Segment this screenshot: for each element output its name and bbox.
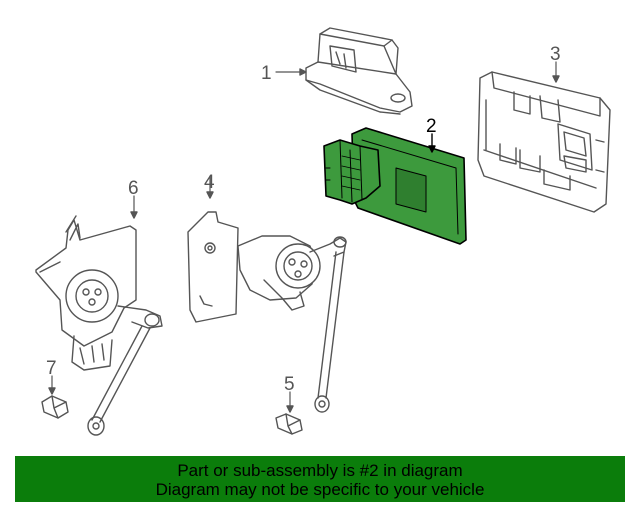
part-2-control-module — [323, 127, 467, 245]
notice-line-disclaimer: Diagram may not be specific to your vehi… — [155, 480, 485, 499]
callout-7: 7 — [46, 358, 57, 379]
notice-line-part-number: Part or sub-assembly is #2 in diagram — [177, 461, 463, 480]
callout-2: 2 — [426, 116, 437, 137]
part-4-height-sensor — [187, 175, 347, 413]
callout-4: 4 — [204, 172, 215, 193]
part-1-sensor-module — [275, 27, 413, 115]
notice-banner: Part or sub-assembly is #2 in diagram Di… — [15, 456, 625, 502]
callout-3: 3 — [550, 44, 561, 65]
part-3-mounting-bracket — [477, 61, 611, 213]
callout-5: 5 — [284, 374, 295, 395]
part-5-bolt — [275, 391, 303, 435]
callout-6: 6 — [128, 178, 139, 199]
part-7-bolt — [41, 375, 69, 419]
callout-1: 1 — [261, 63, 272, 84]
part-6-height-sensor — [35, 195, 163, 436]
